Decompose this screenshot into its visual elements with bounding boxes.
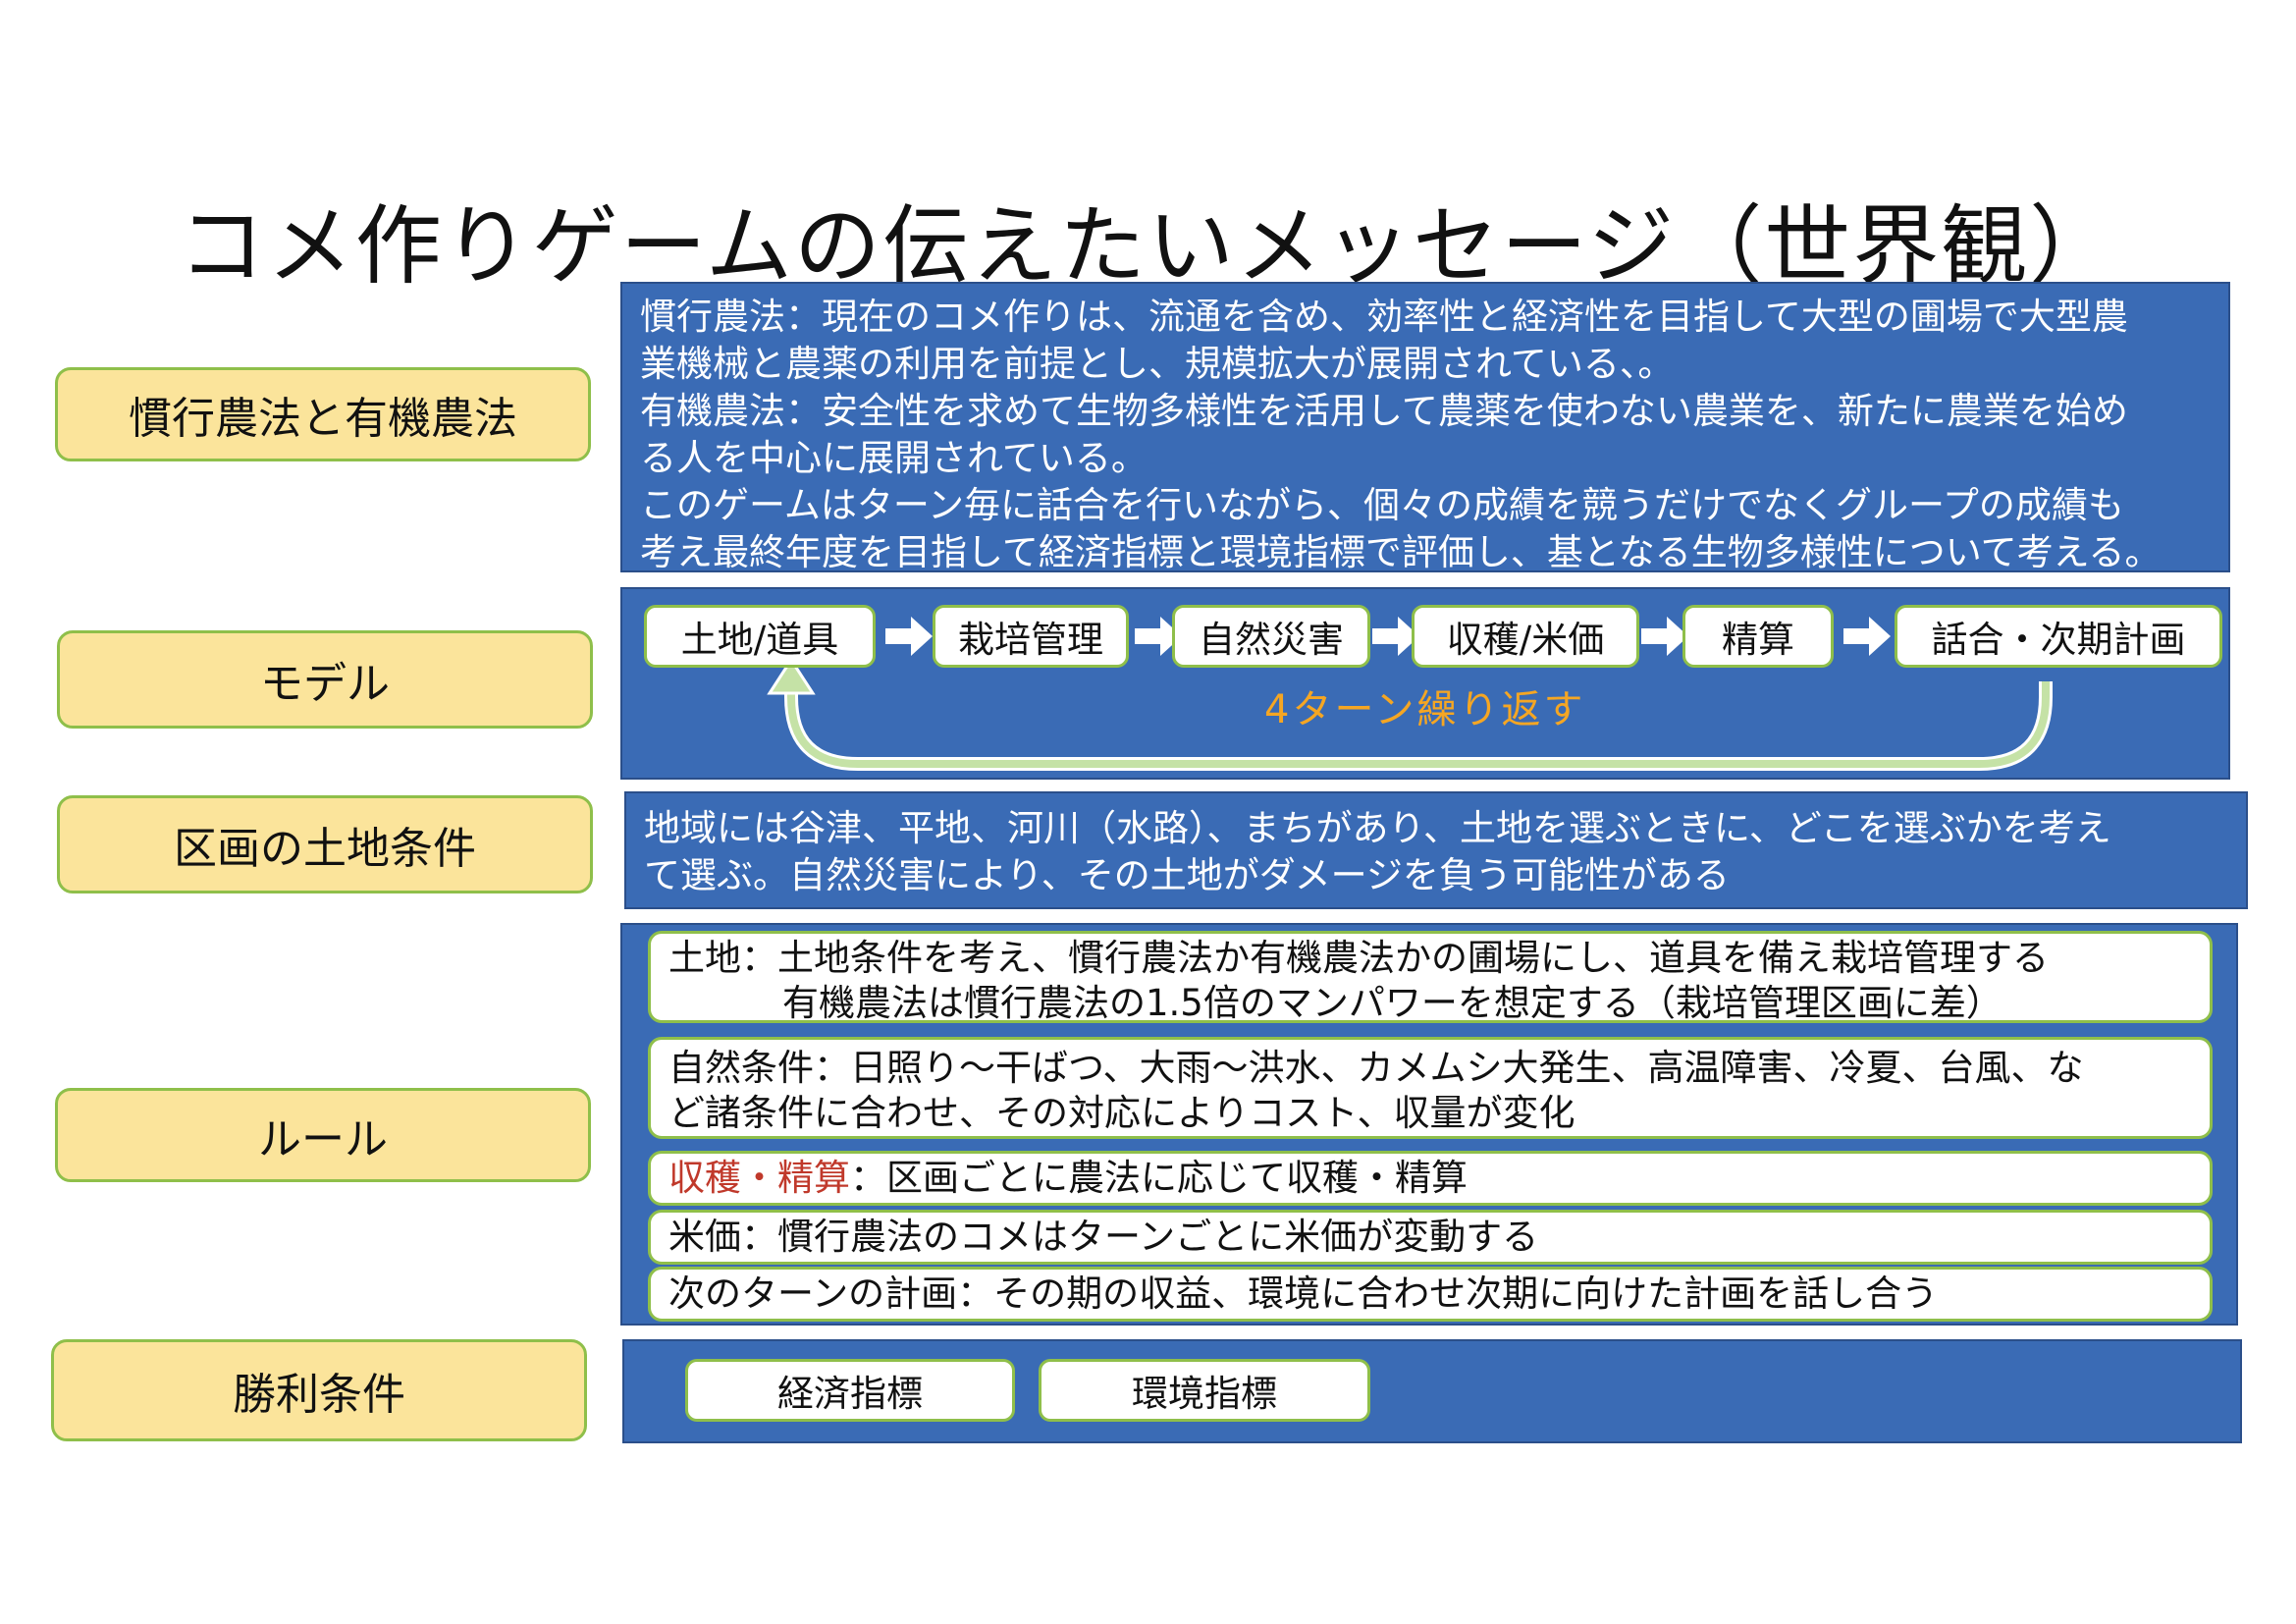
rule-harvest-tail: ：区画ごとに農法に応じて収穫・精算 <box>850 1157 1468 1199</box>
label-land-text: 区画の土地条件 <box>174 824 476 874</box>
step-harvest-price: 収穫/米価 <box>1412 605 1639 668</box>
rule-land-line1: 土地：土地条件を考え、慣行農法か有機農法かの圃場にし、道具を備え栽培管理する <box>668 937 2049 979</box>
rule-land: 土地：土地条件を考え、慣行農法か有機農法かの圃場にし、道具を備え栽培管理する 有… <box>648 931 2213 1024</box>
methods-line: 有機農法：安全性を求めて生物多様性を活用して農薬を使わない農業を、新たに農業を始… <box>640 390 2128 432</box>
rule-next: 次のターンの計画：その期の収益、環境に合わせ次期に向けた計画を話し合う <box>648 1267 2213 1322</box>
victory-economic: 経済指標 <box>685 1359 1015 1422</box>
step-disaster: 自然災害 <box>1172 605 1370 668</box>
rule-land-line2: 有機農法は慣行農法の1.5倍のマンパワーを想定する（栽培管理区画に差） <box>782 982 2002 1024</box>
label-victory: 勝利条件 <box>51 1339 587 1441</box>
repeat-loop-arrow <box>767 657 2053 771</box>
rule-harvest: 収穫・精算：区画ごとに農法に応じて収穫・精算 <box>648 1151 2213 1206</box>
methods-line: このゲームはターン毎に話合を行いながら、個々の成績を競うだけでなくグループの成績… <box>640 484 2124 526</box>
land-panel: 地域には谷津、平地、河川（水路）、まちがあり、土地を選ぶときに、どこを選ぶかを考… <box>624 791 2248 909</box>
label-model-text: モデル <box>260 659 390 709</box>
victory-panel: 経済指標 環境指標 <box>622 1339 2242 1443</box>
rule-price: 米価：慣行農法のコメはターンごとに米価が変動する <box>648 1210 2213 1265</box>
repeat-label: 4ターン繰り返す <box>1264 687 1586 732</box>
label-methods: 慣行農法と有機農法 <box>55 367 591 461</box>
methods-line: 慣行農法：現在のコメ作りは、流通を含め、効率性と経済性を目指して大型の圃場で大型… <box>640 296 2128 338</box>
rules-panel: 土地：土地条件を考え、慣行農法か有機農法かの圃場にし、道具を備え栽培管理する 有… <box>620 923 2238 1326</box>
victory-environmental: 環境指標 <box>1039 1359 1370 1422</box>
methods-panel: 慣行農法：現在のコメ作りは、流通を含め、効率性と経済性を目指して大型の圃場で大型… <box>620 282 2230 573</box>
label-model: モデル <box>57 630 593 729</box>
model-panel: 土地/道具 栽培管理 自然災害 収穫/米価 精算 話合・次期計画 4ターン繰り返… <box>620 587 2230 780</box>
rule-nature: 自然条件：日照り～干ばつ、大雨～洪水、カメムシ大発生、高温障害、冷夏、台風、な … <box>648 1037 2213 1139</box>
page-title: コメ作りゲームの伝えたいメッセージ（世界観） <box>178 195 2118 297</box>
land-line: 地域には谷津、平地、河川（水路）、まちがあり、土地を選ぶときに、どこを選ぶかを考… <box>644 807 2111 849</box>
rule-nature-line1: 自然条件：日照り～干ばつ、大雨～洪水、カメムシ大発生、高温障害、冷夏、台風、な <box>668 1047 2084 1089</box>
rule-next-text: 次のターンの計画：その期の収益、環境に合わせ次期に向けた計画を話し合う <box>668 1272 1939 1315</box>
land-line: て選ぶ。自然災害により、その土地がダメージを負う可能性がある <box>644 854 1730 896</box>
methods-line: る人を中心に展開されている。 <box>640 437 1148 479</box>
arrow-right-icon <box>1372 617 1419 656</box>
step-settlement: 精算 <box>1682 605 1834 668</box>
step-land-tools: 土地/道具 <box>644 605 876 668</box>
step-cultivation: 栽培管理 <box>933 605 1129 668</box>
methods-line: 考え最終年度を目指して経済指標と環境指標で評価し、基となる生物多様性について考え… <box>640 531 2162 573</box>
arrow-right-icon <box>1641 617 1688 656</box>
label-rules: ルール <box>55 1088 591 1182</box>
rule-harvest-head: 収穫・精算 <box>668 1157 850 1199</box>
step-discussion-plan: 話合・次期計画 <box>1895 605 2222 668</box>
methods-line: 業機械と農薬の利用を前提とし、規模拡大が展開されている、。 <box>640 343 1675 385</box>
label-land: 区画の土地条件 <box>57 795 593 893</box>
label-methods-text: 慣行農法と有機農法 <box>129 394 517 444</box>
arrow-right-icon <box>885 617 933 656</box>
label-rules-text: ルール <box>258 1114 388 1164</box>
arrow-right-icon <box>1843 617 1891 656</box>
arrow-right-icon <box>1135 617 1182 656</box>
rule-nature-line2: ど諸条件に合わせ、その対応によりコスト、収量が変化 <box>668 1092 1575 1134</box>
label-victory-text: 勝利条件 <box>233 1370 405 1420</box>
rule-price-text: 米価：慣行農法のコメはターンごとに米価が変動する <box>668 1216 1539 1258</box>
